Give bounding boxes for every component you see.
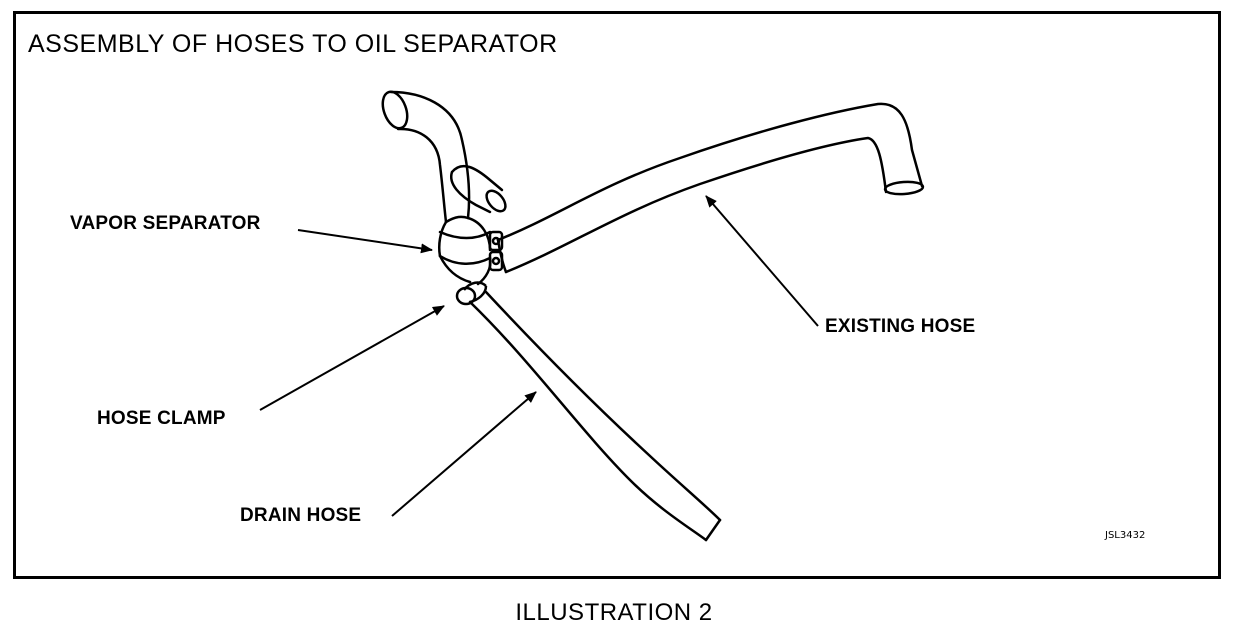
hose-clamp-label: HOSE CLAMP <box>97 408 226 429</box>
drain-hose-label: DRAIN HOSE <box>240 505 362 526</box>
leader-arrows <box>259 195 819 517</box>
vapor-separator-body <box>438 215 492 286</box>
figure-code: JSL3432 <box>1105 530 1146 541</box>
existing-hose <box>496 102 925 274</box>
diagram-title: ASSEMBLY OF HOSES TO OIL SEPARATOR <box>28 30 558 58</box>
vapor-separator-label: VAPOR SEPARATOR <box>70 213 261 234</box>
upper-pipe <box>381 90 471 224</box>
clamps <box>455 230 504 306</box>
illustration-frame <box>13 11 1221 579</box>
side-nipple <box>449 164 507 214</box>
existing-hose-label: EXISTING HOSE <box>825 316 976 337</box>
illustration-caption: ILLUSTRATION 2 <box>515 599 713 626</box>
drain-hose <box>468 290 722 542</box>
